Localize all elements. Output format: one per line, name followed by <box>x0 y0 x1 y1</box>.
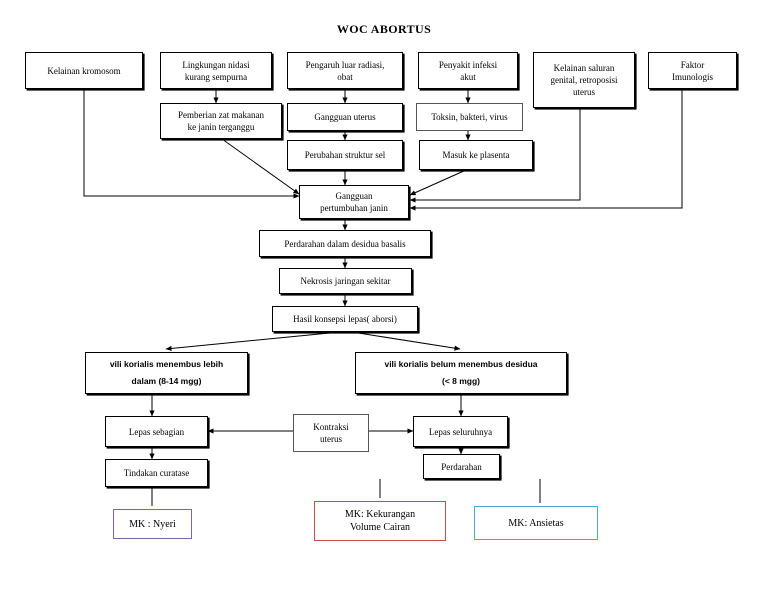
outcome-inner-frame: MK: Ansietas <box>474 506 598 540</box>
node-label: Hasil konsepsi lepas( aborsi) <box>293 314 397 324</box>
outcome-inner-frame: MK : Nyeri <box>113 509 192 539</box>
node-label: Perdarahan dalam desidua basalis <box>284 238 406 249</box>
outcome-mk-nyeri[interactable]: MK : Nyeri <box>110 506 195 542</box>
node-nekrosis-jaringan[interactable]: Nekrosis jaringan sekitar <box>279 268 412 294</box>
node-gangguan-uterus[interactable]: Gangguan uterus <box>287 103 403 131</box>
node-label-line1: Lingkungan nidasi <box>182 59 250 70</box>
node-pemberian-zat[interactable]: Pemberian zat makanan ke janin terganggu <box>160 103 282 139</box>
node-vili-belum-menembus[interactable]: vili korialis belum menembus desidua (< … <box>355 352 567 394</box>
node-pengaruh-luar[interactable]: Pengaruh luar radiasi, obat <box>287 52 403 89</box>
node-perubahan-struktur[interactable]: Perubahan struktur sel <box>287 140 403 170</box>
node-label-line2: uterus <box>320 434 342 444</box>
outcome-mk-ansietas[interactable]: MK: Ansietas <box>471 503 601 543</box>
node-label-line1: vili korialis menembus lebih <box>109 359 224 369</box>
node-label-line2: (< 8 mgg) <box>441 376 481 386</box>
edge-hasil-vili-menembus <box>165 331 341 352</box>
node-label: Kelainan kromosom <box>47 65 121 76</box>
node-tindakan-curatase[interactable]: Tindakan curatase <box>105 459 208 487</box>
node-label: Lepas sebagian <box>128 426 185 437</box>
node-label: Perubahan struktur sel <box>304 150 386 160</box>
edge-saluran-gangguan <box>409 108 581 203</box>
node-label: Toksin, bakteri, virus <box>431 112 508 122</box>
node-gangguan-pertumbuhan[interactable]: Gangguan pertumbuhan janin <box>299 185 409 219</box>
node-faktor-imunologis[interactable]: Faktor Imunologis <box>648 52 737 89</box>
node-label-line2: Imunologis <box>671 71 713 82</box>
node-lepas-sebagian[interactable]: Lepas sebagian <box>105 416 208 447</box>
outcome-label: MK : Nyeri <box>129 518 176 530</box>
node-label-line2: dalam (8-14 mgg) <box>131 376 202 386</box>
outcome-inner-frame: MK: Kekurangan Volume Cairan <box>314 501 446 541</box>
node-label-line1: Pemberian zat makanan <box>178 110 264 120</box>
node-toksin-bakteri[interactable]: Toksin, bakteri, virus <box>416 103 523 131</box>
node-label-line1: Pengaruh luar radiasi, <box>305 59 385 70</box>
node-masuk-plasenta[interactable]: Masuk ke plasenta <box>419 140 533 170</box>
node-hasil-konsepsi[interactable]: Hasil konsepsi lepas( aborsi) <box>272 306 418 332</box>
node-label-line1: Faktor <box>680 59 705 70</box>
node-label-line2: genital, retroposisi <box>550 75 618 85</box>
edge-imunologis-gangguan <box>409 89 683 211</box>
node-kelainan-kromosom[interactable]: Kelainan kromosom <box>25 52 143 89</box>
edge-pemberian-gangguan <box>221 138 300 195</box>
edge-hasil-vili-belum <box>351 331 461 351</box>
node-perdarahan-desidua[interactable]: Perdarahan dalam desidua basalis <box>259 230 431 257</box>
node-label: Gangguan uterus <box>314 112 376 122</box>
node-lingkungan-nidasi[interactable]: Lingkungan nidasi kurang sempurna <box>160 52 272 89</box>
node-label-line2: akut <box>460 71 476 82</box>
node-label-line1: Kelainan saluran <box>553 63 615 73</box>
node-label-line1: Kontraksi <box>313 422 349 432</box>
node-label: Nekrosis jaringan sekitar <box>300 276 391 286</box>
page-title: WOC ABORTUS <box>336 22 432 36</box>
node-penyakit-infeksi[interactable]: Penyakit infeksi akut <box>418 52 518 89</box>
node-label-line1: Penyakit infeksi <box>438 59 498 70</box>
node-label-line3: uterus <box>573 87 595 97</box>
node-vili-menembus[interactable]: vili korialis menembus lebih dalam (8-14… <box>85 352 248 394</box>
node-label-line1: vili korialis belum menembus desidua <box>384 359 538 369</box>
node-label: Masuk ke plasenta <box>442 150 510 160</box>
outcome-label-line1: MK: Kekurangan <box>344 509 416 520</box>
node-perdarahan[interactable]: Perdarahan <box>423 454 500 479</box>
outcome-label: MK: Ansietas <box>508 517 564 529</box>
outcome-label-line2: Volume Cairan <box>349 522 411 533</box>
node-lepas-seluruhnya[interactable]: Lepas seluruhnya <box>413 416 508 447</box>
node-label: Perdarahan <box>441 461 482 472</box>
node-label-line1: Gangguan <box>335 191 373 201</box>
edge-masuk-gangguan <box>409 169 467 196</box>
node-kontraksi-uterus[interactable]: Kontraksi uterus <box>293 414 369 452</box>
node-label-line2: obat <box>337 71 353 82</box>
outcome-mk-kekurangan-volume-cairan[interactable]: MK: Kekurangan Volume Cairan <box>311 498 449 544</box>
node-label-line2: pertumbuhan janin <box>320 203 388 213</box>
node-label-line2: ke janin terganggu <box>187 122 255 132</box>
node-kelainan-saluran[interactable]: Kelainan saluran genital, retroposisi ut… <box>533 52 635 108</box>
node-label: Lepas seluruhnya <box>428 426 493 437</box>
node-label-line2: kurang sempurna <box>184 71 248 82</box>
node-label: Tindakan curatase <box>123 468 190 478</box>
edge-kromosom-gangguan <box>83 89 300 199</box>
